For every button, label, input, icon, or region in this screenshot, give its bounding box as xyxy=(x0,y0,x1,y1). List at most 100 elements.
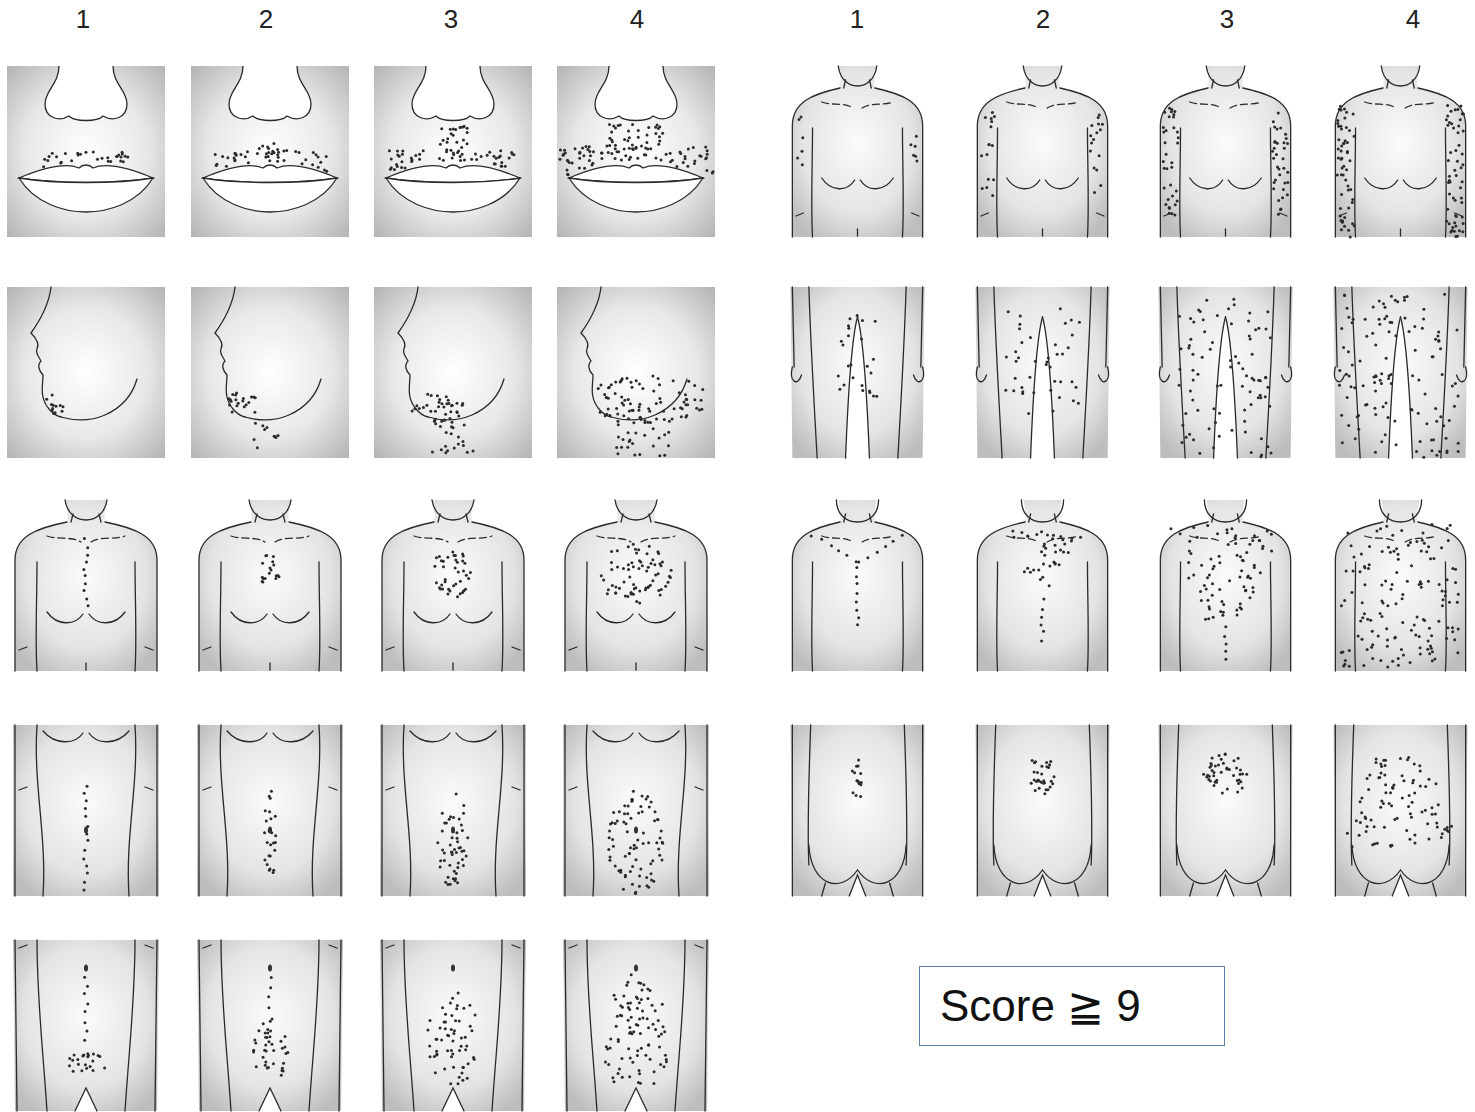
hair-dot xyxy=(625,822,628,825)
body-outline xyxy=(869,514,871,522)
hair-dot xyxy=(276,574,279,577)
collarbone-line xyxy=(822,536,853,542)
hair-dot xyxy=(1219,610,1222,613)
hair-dot xyxy=(1343,216,1346,219)
hair-dot xyxy=(855,566,858,569)
body-outline xyxy=(410,731,450,742)
hair-dot xyxy=(1040,624,1043,627)
hair-dot xyxy=(1264,376,1267,379)
hair-dot xyxy=(429,1055,432,1058)
hair-dot xyxy=(1445,220,1448,223)
hair-dot xyxy=(462,804,465,807)
hair-dot xyxy=(1162,126,1165,129)
hair-dot xyxy=(1276,127,1279,130)
hair-dot xyxy=(261,580,264,583)
hair-dot xyxy=(1220,600,1223,603)
hair-dot xyxy=(1234,542,1237,545)
hair-dot xyxy=(450,432,453,435)
hair-dot xyxy=(504,165,507,168)
hair-dot xyxy=(608,386,611,389)
hair-dot xyxy=(323,168,326,171)
hair-dot xyxy=(614,380,617,383)
hair-dot xyxy=(1347,316,1350,319)
hair-dot xyxy=(1343,225,1346,228)
hair-dot xyxy=(1340,193,1343,196)
body-outline xyxy=(875,88,923,237)
hair-dot xyxy=(658,1045,661,1048)
hair-dot xyxy=(1425,550,1428,553)
hair-dot xyxy=(601,151,604,154)
hair-dot xyxy=(1162,160,1165,163)
hair-dot xyxy=(1185,436,1188,439)
hair-dot xyxy=(626,812,629,815)
hair-dot xyxy=(1040,616,1043,619)
hair-dot xyxy=(1189,390,1192,393)
hair-dot xyxy=(1373,407,1376,410)
hair-dot xyxy=(92,151,95,154)
hair-dot xyxy=(1257,327,1260,330)
hair-dot xyxy=(1248,335,1251,338)
body-outline xyxy=(1206,66,1245,86)
hair-dot xyxy=(657,848,660,851)
hair-dot xyxy=(1041,576,1044,579)
hair-dot xyxy=(654,132,657,135)
body-outline xyxy=(456,612,492,623)
hair-dot xyxy=(234,398,237,401)
body-outline xyxy=(1060,88,1108,237)
hair-dot xyxy=(645,141,648,144)
hair-dot xyxy=(266,841,269,844)
hair-dot xyxy=(1459,186,1462,189)
hair-dot xyxy=(434,410,437,413)
collarbone-line xyxy=(1365,102,1396,108)
hair-dot xyxy=(263,428,266,431)
hair-dot xyxy=(422,406,425,409)
hair-dot xyxy=(614,592,617,595)
hair-dot xyxy=(810,534,813,537)
hair-dot xyxy=(638,1069,641,1072)
hair-dot xyxy=(45,398,48,401)
hair-dot xyxy=(830,544,833,547)
hair-dot xyxy=(684,393,687,396)
hair-dot xyxy=(1170,166,1173,169)
hair-dot xyxy=(665,1058,668,1061)
body-outline xyxy=(1023,66,1062,86)
hair-dot xyxy=(86,785,89,788)
hair-dot xyxy=(620,159,623,162)
face-outline xyxy=(569,178,703,212)
hair-dot xyxy=(1011,530,1014,533)
hair-dot xyxy=(1351,198,1354,201)
body-outline xyxy=(512,787,520,790)
hair-dot xyxy=(664,1054,667,1057)
hair-dot xyxy=(1279,208,1282,211)
hair-dot xyxy=(843,383,846,386)
hair-dot xyxy=(442,565,445,568)
hair-dot xyxy=(269,1030,272,1033)
hair-dot xyxy=(651,1004,654,1007)
hair-dot xyxy=(985,186,988,189)
hair-dot xyxy=(622,888,625,891)
hair-dot xyxy=(1461,215,1464,218)
hair-dot xyxy=(441,829,444,832)
hair-dot xyxy=(1026,535,1029,538)
hair-dot xyxy=(623,138,626,141)
hair-dot xyxy=(686,403,689,406)
hair-dot xyxy=(446,141,449,144)
hair-dot xyxy=(463,423,466,426)
body-outline xyxy=(1335,88,1383,237)
body-outline xyxy=(996,562,998,671)
body-outline xyxy=(414,612,450,623)
hair-dot xyxy=(1192,379,1195,382)
body-outline xyxy=(312,725,319,896)
hair-dot xyxy=(439,425,442,428)
collarbone-line xyxy=(1365,536,1396,542)
body-outline xyxy=(684,562,686,671)
hair-dot xyxy=(1270,533,1273,536)
hair-dot xyxy=(1461,180,1464,183)
body-shading xyxy=(380,725,526,896)
body-outline xyxy=(283,514,285,522)
hair-dot xyxy=(400,166,403,169)
hair-dot xyxy=(614,998,617,1001)
hair-dot xyxy=(448,590,451,593)
hair-dot xyxy=(1070,318,1073,321)
hair-dot xyxy=(1090,141,1093,144)
